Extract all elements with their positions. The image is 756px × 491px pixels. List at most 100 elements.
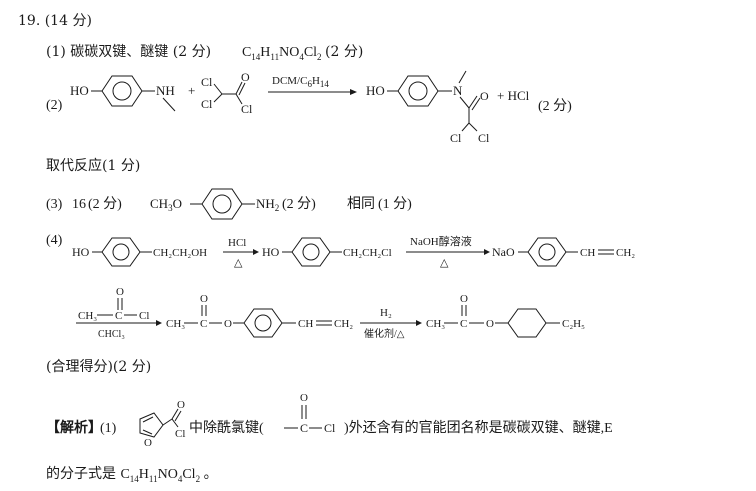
structure-ch3o: CH3O: [150, 196, 182, 213]
cl-label: Cl: [201, 75, 213, 89]
question-header: 19. (14 分): [18, 10, 92, 30]
part4-label: (4): [46, 233, 63, 248]
part2-label: (2): [46, 98, 63, 113]
acyl-o: O: [116, 286, 124, 298]
reactant1-ho: HO: [70, 83, 89, 98]
benzene-ring-circle: [112, 81, 132, 101]
analysis-label: (1): [100, 421, 117, 436]
prod1-ester-o: O: [224, 318, 232, 330]
part3-answer: 相同: [347, 196, 375, 212]
cyclohexane-ring: [507, 308, 547, 338]
solvent: CHCl₃: [98, 329, 125, 340]
cl-label: Cl: [450, 131, 462, 145]
step1-reagent: HCl: [228, 237, 246, 249]
acyl-cl: Cl: [139, 310, 149, 322]
benzene-ring-circle: [112, 243, 130, 261]
analysis-line: 【解析】 (1) O O Cl 中除酰氯键( O C Cl )外还含有的官能团名…: [46, 392, 613, 447]
benzene-ring-circle: [538, 243, 556, 261]
cl-label: Cl: [201, 97, 213, 111]
prod1-ch2: CH₂: [334, 318, 353, 330]
question-number: 19.: [18, 13, 41, 29]
prod1-ch: CH: [298, 318, 313, 330]
step3-ch: CH: [580, 247, 595, 259]
acyl-ch3: CH₃: [78, 310, 97, 322]
benzene-ring-circle: [408, 81, 428, 101]
reaction-condition: DCM/C6H14: [272, 75, 329, 89]
prod1-ch3: CH₃: [166, 318, 185, 330]
part2-score: (2 分): [538, 98, 572, 114]
benzene-ring-circle: [302, 243, 320, 261]
step2-chain: CH₂CH₂Cl: [343, 247, 392, 259]
question-score: (14 分): [44, 13, 92, 29]
prod2-ch3: CH₃: [426, 318, 445, 330]
furan-o: O: [144, 437, 152, 447]
part3-score-c: (1 分): [378, 196, 412, 212]
analysis-text3: 的分子式是: [46, 466, 116, 482]
analysis-end: 。: [203, 466, 218, 482]
step2-cond: △: [440, 257, 449, 269]
product-o: O: [480, 89, 489, 103]
acyl-cl: Cl: [175, 428, 185, 440]
prod2-c: C: [460, 318, 467, 330]
step1-ho: HO: [72, 245, 90, 259]
analysis-formula: C14H11NO4Cl2: [120, 467, 201, 484]
h2-reagent: H₂: [380, 307, 392, 319]
product-ho: HO: [366, 83, 385, 98]
benzene-ring: [101, 75, 143, 107]
prod1-c: C: [200, 318, 207, 330]
part3-score-b: (2 分): [282, 196, 316, 212]
benzene-ring: [101, 237, 141, 267]
structure-nh2: NH2: [256, 196, 279, 213]
analysis-line2: 的分子式是 C14H11NO4Cl2 。: [46, 463, 218, 484]
part2-reaction-scheme: (2) HO NH + Cl Cl O Cl DCM/C6H14 HO N O …: [46, 70, 572, 145]
prod2-carbonyl-o: O: [460, 293, 468, 305]
cl-label: Cl: [478, 131, 490, 145]
part3-line: (3) 16 (2 分) CH3O NH2 (2 分) 相同 (1 分): [46, 188, 412, 220]
bond-cl: Cl: [324, 421, 336, 435]
analysis-text1: 中除酰氯键(: [189, 420, 264, 436]
prod2-ethyl: C₂H₅: [562, 318, 585, 330]
benzene-ring-circle: [212, 194, 232, 214]
part1-formula: C14H11NO4Cl2: [241, 45, 322, 62]
cl-label: Cl: [241, 102, 253, 116]
product-hcl: + HCl: [497, 88, 530, 103]
acyl-c: C: [115, 310, 122, 322]
prod1-carbonyl-o: O: [200, 293, 208, 305]
part1-groups: 碳碳双键、醚键: [70, 44, 169, 60]
reaction-type-score: (1 分): [102, 158, 141, 174]
step1-cond: △: [234, 257, 243, 269]
step2-ho: HO: [262, 245, 280, 259]
benzene-ring-circle: [254, 314, 272, 332]
part3-label: (3): [46, 197, 63, 212]
prod2-ester-o: O: [486, 318, 494, 330]
analysis-tag: 【解析】: [46, 419, 102, 436]
part1-line: (1) 碳碳双键、醚键 (2 分) C14H11NO4Cl2 (2 分): [46, 41, 363, 62]
product-n: N: [453, 83, 463, 98]
part3-score-a: (2 分): [88, 196, 122, 212]
step2-reagent: NaOH醇溶液: [410, 234, 472, 248]
bond-o: O: [300, 392, 308, 404]
step3-nao: NaO: [492, 245, 515, 259]
benzene-ring: [201, 188, 243, 220]
plus-sign: +: [188, 83, 195, 98]
step1-chain: CH₂CH₂OH: [153, 247, 207, 259]
benzene-ring: [397, 75, 439, 107]
catalyst: 催化剂/△: [364, 327, 405, 340]
benzene-ring: [243, 308, 283, 338]
furan-ring: [139, 412, 164, 438]
part1-score-b: (2 分): [325, 44, 364, 60]
part4-note: (合理得分)(2 分): [46, 359, 152, 375]
analysis-text2: )外还含有的官能团名称是碳碳双键、醚键,E: [344, 420, 613, 436]
o-label: O: [241, 70, 250, 84]
reaction-type: 取代反应: [46, 158, 102, 174]
part1-label: (1): [46, 44, 66, 60]
part3-count: 16: [72, 197, 86, 212]
part4-row2: O CH₃ C Cl CHCl₃ CH₃ C O O CH CH₂ H₂ 催化剂…: [76, 286, 585, 340]
reaction-type-line: 取代反应(1 分): [46, 155, 140, 175]
reactant1-nh: NH: [156, 83, 175, 98]
bond-c: C: [300, 421, 308, 435]
step3-ch2: CH₂: [616, 247, 635, 259]
part1-score-a: (2 分): [172, 44, 212, 60]
benzene-ring: [291, 237, 331, 267]
part4-row1: (4) HO CH₂CH₂OH HCl △ HO CH₂CH₂Cl NaOH醇溶…: [46, 233, 635, 269]
